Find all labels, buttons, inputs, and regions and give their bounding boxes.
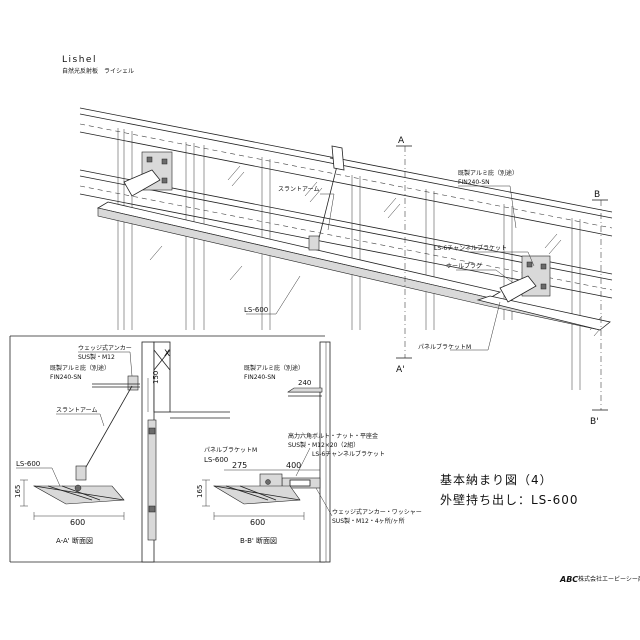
bb-dim-275: 275 [232, 461, 247, 470]
bb-dim-louver: 240 [298, 379, 311, 387]
perspective-view: A A' B B' スラントアーム 既製アルミ庇（別途） FIN240-SN L… [79, 107, 613, 427]
label-hole-plug: ホールプラグ [446, 262, 482, 270]
bb-anchor-note2: SUS製・M12・4ヶ所/ヶ所 [332, 517, 405, 525]
bb-channel-bracket: LS-6チャンネルブラケット [312, 450, 385, 458]
marker-b-prime: B' [590, 417, 599, 427]
marker-a: A [398, 136, 405, 146]
bb-dim-height: 165 [196, 485, 204, 498]
brand-subtitle: 自然光反射板 ライシェル [62, 67, 134, 75]
marker-b: B [594, 190, 600, 200]
bb-panel-bracket: パネルブラケットM [204, 446, 257, 454]
section-bb: 240 既製アルミ庇（別途） FIN240-SN 165 600 275 400… [196, 364, 422, 545]
bb-product: LS-600 [204, 456, 228, 464]
bb-louver: 既製アルミ庇（別途） [244, 364, 304, 372]
aa-anchor: ウェッジ式アンカー [78, 344, 132, 352]
bb-louver-model: FIN240-SN [244, 374, 276, 381]
aa-slant-arm: スラントアーム [56, 407, 97, 414]
brand-name: Lishel [62, 55, 97, 65]
bb-dim-400: 400 [286, 461, 301, 470]
label-slant-arm: スラントアーム [278, 186, 319, 193]
aa-louver: 既製アルミ庇（別途） [50, 364, 110, 372]
dim-aa-height: 165 [14, 485, 22, 498]
aa-louver-model: FIN240-SN [50, 374, 82, 381]
x-mark: X [164, 349, 170, 359]
title-line1: 基本納まり図（4） [440, 473, 553, 487]
company-name: 株式会社エービーシー商会 [578, 575, 640, 583]
bb-anchor-note1: ウェッジ式アンカー・ワッシャー [332, 508, 422, 516]
aa-caption: A-A' 断面図 [56, 536, 93, 545]
label-panel-bracket: パネルブラケットM [418, 343, 471, 351]
section-aa: 165 600 150 ウェッジ式アンカー SUS製・M12 既製アルミ庇（別途… [14, 344, 160, 545]
aa-product: LS-600 [16, 460, 40, 468]
company-logo: ABC [559, 575, 578, 584]
bb-bolt-note1: 高力六角ボルト・ナット・平座金 [288, 432, 378, 440]
label-product: LS-600 [244, 306, 268, 314]
section-frame: X [9, 335, 331, 563]
dim-aa-top: 150 [152, 371, 160, 384]
label-louver-model: FIN240-SN [458, 179, 490, 186]
title-line2: 外壁持ち出し：LS-600 [440, 492, 579, 507]
aa-anchor-spec: SUS製・M12 [78, 353, 115, 361]
marker-a-prime: A' [396, 365, 405, 375]
bb-dim-width: 600 [250, 518, 265, 527]
label-channel-bracket: LS-6チャンネルブラケット [434, 244, 507, 252]
bb-bolt-note2: SUS製・M12×20（2組） [288, 441, 359, 449]
label-louver: 既製アルミ庇（別途） [458, 169, 518, 177]
dim-aa-width: 600 [70, 518, 85, 527]
bb-caption: B-B' 断面図 [240, 536, 277, 545]
